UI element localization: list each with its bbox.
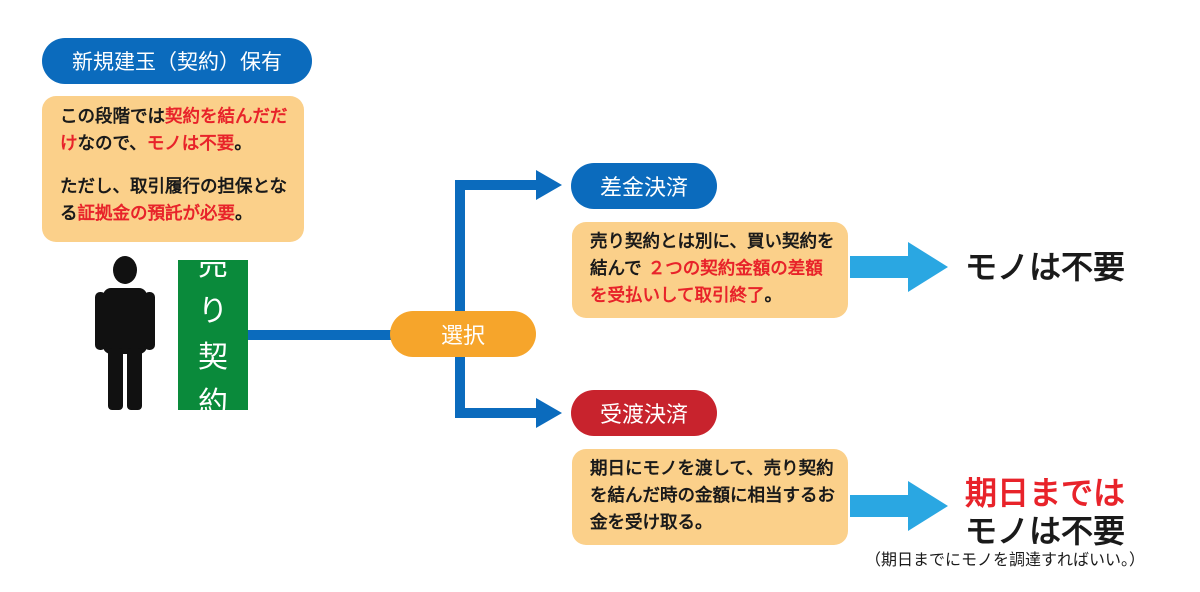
choice-label: 選択 — [440, 324, 485, 349]
person-icon — [95, 256, 155, 410]
branch-bottom-arrowhead — [536, 398, 562, 428]
choice-badge: 選択 — [390, 311, 536, 357]
delivery-settlement-footnote: （期日までにモノを調達すればいい。） — [865, 550, 1146, 569]
cash-settlement-note: 売り契約とは別に、買い契約を結んで ２つの契約金額の差額を受払いして取引終了。 — [572, 222, 848, 318]
delivery-settlement-result: 期日までは モノは不要 — [965, 474, 1126, 550]
sell-contract-label: 売 り 契 約 — [178, 248, 248, 421]
cash-settlement-result: モノは不要 — [965, 248, 1126, 286]
branch-top-arrowhead — [536, 170, 562, 200]
delivery-settlement-label: 受渡決済 — [599, 403, 688, 428]
cash-settlement-label: 差金決済 — [599, 176, 688, 201]
delivery-settlement-note: 期日にモノを渡して、売り契約を結んだ時の金額に相当するお金を受け取る。 — [572, 449, 848, 545]
branch-trunk — [455, 180, 465, 418]
cash-settlement-badge: 差金決済 — [571, 163, 717, 209]
note-paragraph-1: この段階では契約を結んだだけなので、モノは不要。 — [60, 107, 288, 154]
branch-top-line — [455, 180, 537, 190]
line-to-choice — [248, 330, 398, 340]
branch-bottom-line — [455, 408, 537, 418]
note-paragraph-2: ただし、取引履行の担保となる証拠金の預託が必要。 — [60, 177, 287, 224]
delivery-settlement-badge: 受渡決済 — [571, 390, 717, 436]
new-position-label: 新規建玉（契約）保有 — [72, 50, 282, 74]
result-arrow-bottom-head — [908, 481, 948, 531]
position-note: この段階では契約を結んだだけなので、モノは不要。 ただし、取引履行の担保となる証… — [42, 96, 304, 242]
result-arrow-top-shaft — [850, 256, 908, 278]
new-position-badge: 新規建玉（契約）保有 — [42, 38, 312, 84]
result-arrow-top-head — [908, 242, 948, 292]
result-arrow-bottom-shaft — [850, 495, 908, 517]
